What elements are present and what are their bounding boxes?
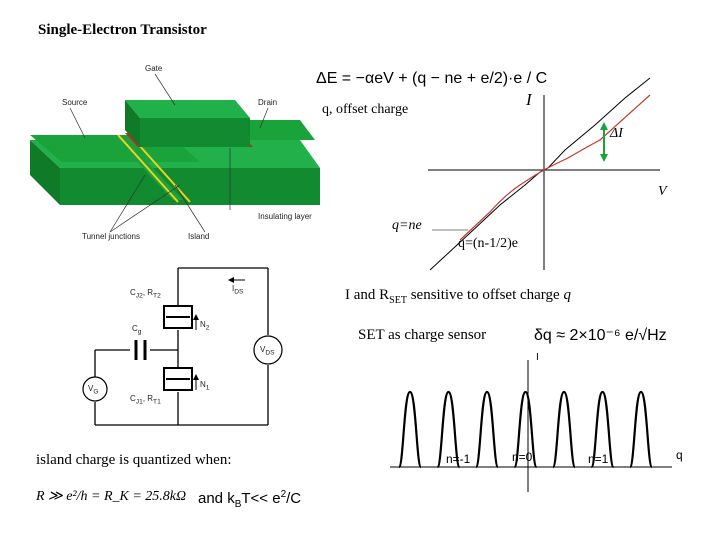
quantized-text: island charge is quantized when: [36, 452, 232, 468]
gate-side [125, 100, 140, 147]
vds-label: VDS [260, 345, 275, 357]
ids-label: IDS [232, 284, 244, 296]
delta-i-label: ΔI [610, 126, 623, 141]
gate-front [140, 118, 250, 147]
q-half-label: q=(n-1/2)e [458, 236, 518, 251]
gate-pointer [154, 73, 176, 106]
drain-label: Drain [258, 98, 278, 107]
quantized-formula: R ≫ e²/h = R_K = 25.8kΩ [36, 489, 187, 504]
vg-source [82, 376, 108, 402]
cj1-label: CJ1, RT1 [130, 394, 161, 406]
coulomb-peak [513, 390, 538, 469]
peaks-x-label: q [676, 448, 683, 462]
n1-label: N1 [200, 380, 210, 392]
tunnel-pointer-2 [109, 184, 181, 233]
vds-source [253, 335, 283, 365]
sensitivity-text: I and RSET sensitive to offset charge q [345, 287, 571, 306]
coulomb-peak [436, 390, 461, 469]
island-pointer [174, 184, 206, 233]
iv-y-label: I [526, 90, 532, 109]
drain-pointer [259, 107, 269, 129]
iv-curve-red [459, 94, 651, 241]
peaks-y-label: I [536, 352, 539, 363]
source-pointer [69, 107, 86, 139]
insulating-layer-label: Insulating layer [258, 212, 312, 221]
peaks-group [397, 390, 654, 469]
substrate-front [60, 168, 320, 205]
gate-label: Gate [145, 64, 163, 73]
peak-label-n-1: n=1 [588, 452, 609, 466]
offset-charge-label: q, offset charge [322, 102, 409, 117]
tunnel-junctions-label: Tunnel junctions [82, 232, 140, 241]
peak-label-n-minus-1: n=-1 [446, 452, 471, 466]
coulomb-peak [551, 390, 577, 469]
coulomb-peak [474, 390, 500, 469]
thermal-condition: and kBT<< e2/C [198, 489, 302, 510]
tunnel-pointer-1 [109, 174, 146, 233]
tunnel-junction-1 [117, 134, 179, 203]
substrate-side [30, 140, 60, 205]
charge-sensor-formula: δq ≈ 2×10⁻⁶ e/√Hz [534, 327, 667, 344]
cj2-label: CJ2, RT2 [130, 288, 161, 300]
n2-label: N2 [200, 320, 210, 332]
delta-i-arrowhead-top [600, 122, 608, 130]
coulomb-peak [397, 390, 423, 469]
coulomb-peak [590, 390, 615, 469]
energy-formula: ΔE = −αeV + (q − ne + e/2)·e / C [316, 70, 548, 87]
island-label: Island [188, 232, 210, 241]
charge-sensor-text: SET as charge sensor [358, 327, 487, 343]
iv-x-label: V [658, 184, 667, 199]
delta-i-arrowhead-bottom [600, 154, 608, 162]
cg-label: Cg [132, 324, 142, 336]
q-ne-label: q=ne [392, 218, 422, 233]
peak-label-n-0: n=0 [512, 450, 533, 464]
source-label: Source [62, 98, 88, 107]
coulomb-peak [628, 390, 654, 469]
page-title: Single-Electron Transistor [38, 22, 207, 38]
gate-top [125, 100, 250, 118]
vg-label: VG [88, 384, 99, 396]
